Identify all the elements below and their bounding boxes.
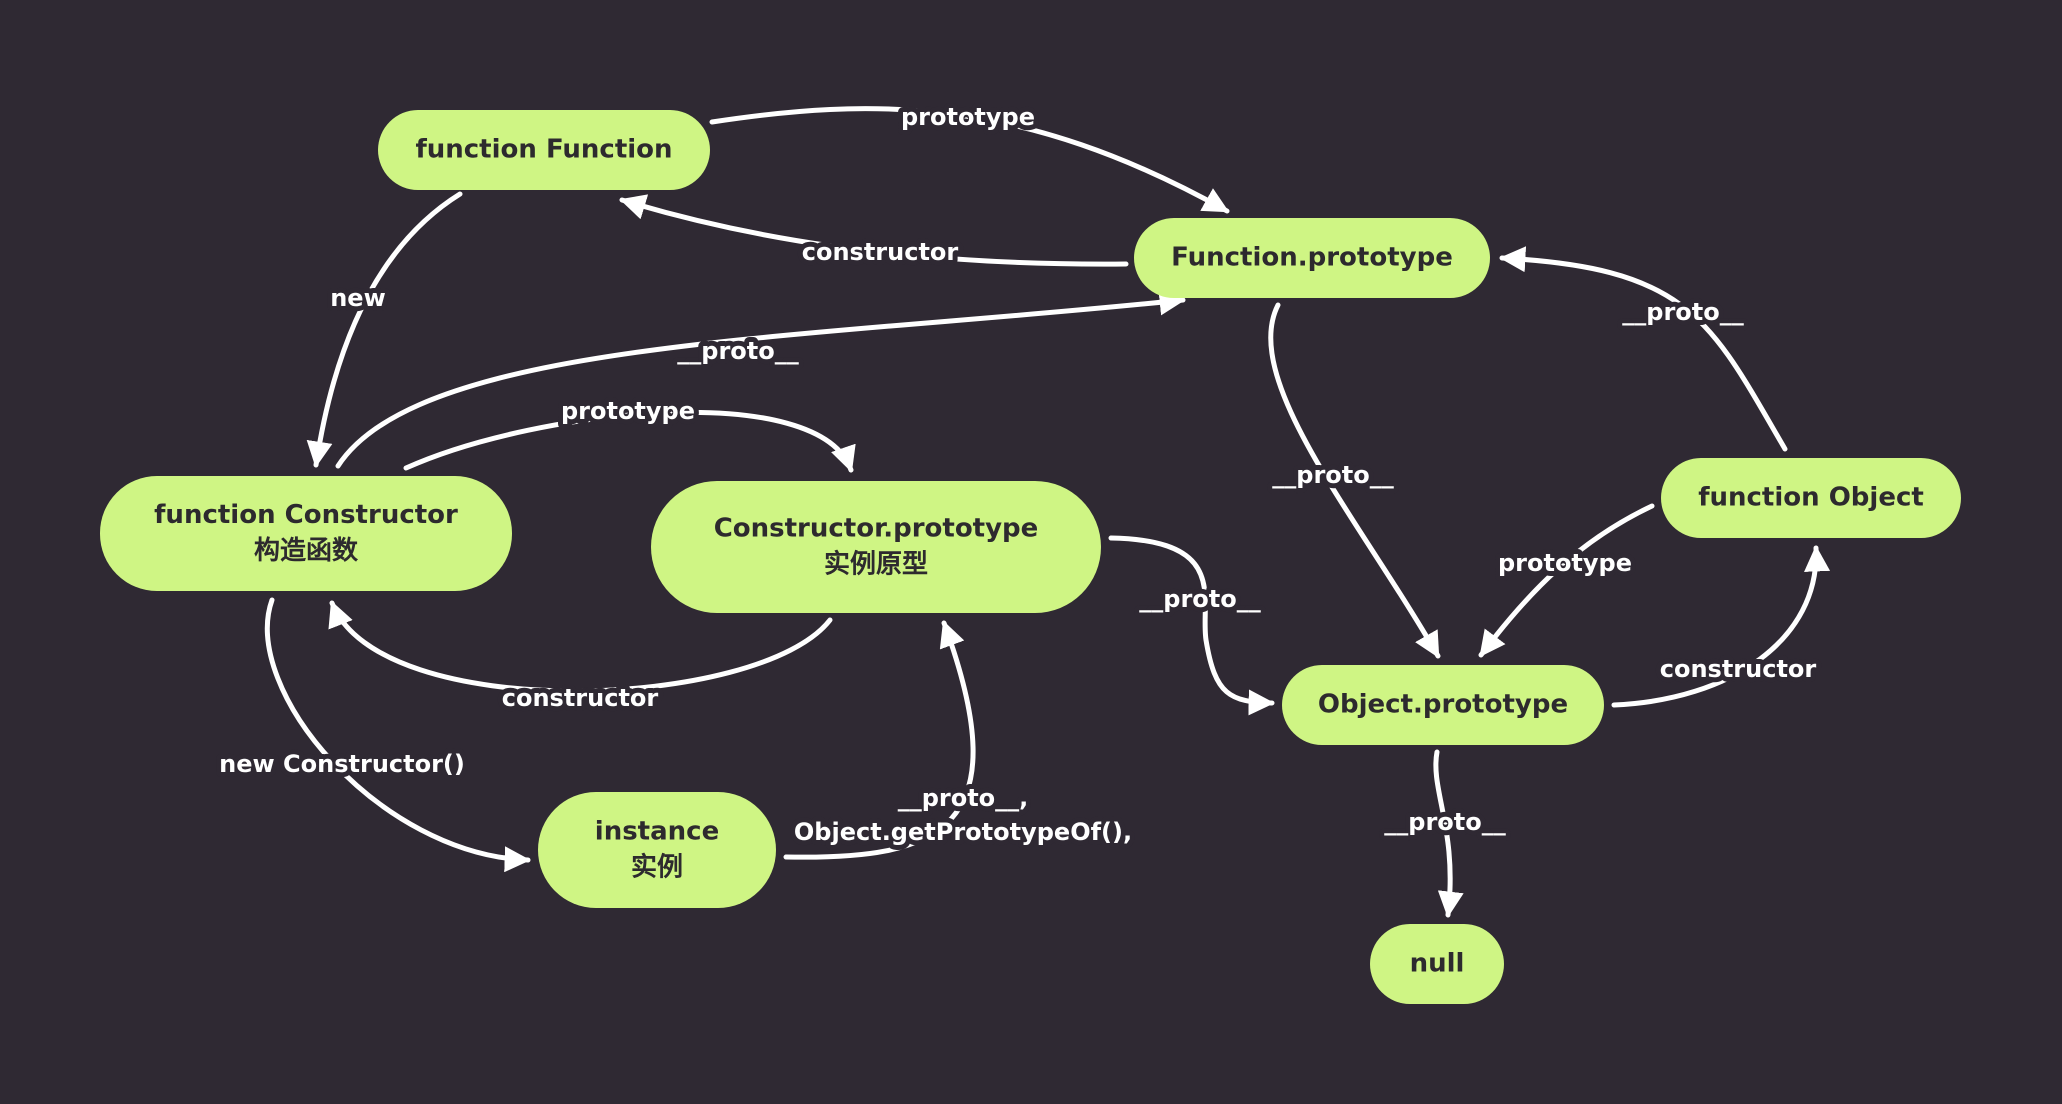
node-constructor-prototype: Constructor.prototype 实例原型 [651,481,1101,613]
edge-cp-constructor [328,600,833,694]
node-label: null [1410,949,1465,979]
edge-label-cp-proto: __proto__ [1139,585,1260,613]
node-function-constructor: function Constructor 构造函数 [100,476,512,591]
edge-label-fp-constructor: constructor [802,238,959,266]
edge-label-op-proto: __proto__ [1384,808,1505,836]
edge-op-constructor [1611,545,1830,708]
edge-label-fc-prototype: prototype [561,397,695,425]
node-label: 实例原型 [824,549,928,580]
edge-label-ff-prototype: prototype [901,103,1035,131]
node-label: function Function [415,135,672,165]
edge-op-proto [1433,749,1464,918]
edge-ff-new [306,191,463,468]
edge-ff-prototype [709,106,1230,214]
node-label: function Constructor [154,500,458,530]
edge-label-ff-new: new [330,284,386,312]
node-box [1134,218,1490,298]
node-label: Constructor.prototype [714,514,1039,544]
edge-label-fc-proto: __proto__ [677,337,798,365]
node-null: null [1370,924,1504,1004]
edge-label-inst-proto: Object.getPrototypeOf(), [794,818,1132,846]
edge-label-fo-proto: __proto__ [1622,298,1743,326]
edge-cp-proto [1108,535,1275,716]
node-box [1282,665,1604,745]
node-label: instance [595,817,719,847]
edge-fc-proto [335,289,1186,469]
node-function-prototype: Function.prototype [1134,218,1490,298]
node-box [538,792,776,908]
node-label: Object.prototype [1318,690,1568,720]
edge-fo-proto [1499,246,1788,452]
node-instance: instance 实例 [538,792,776,908]
edge-inst-proto [783,620,976,860]
edges-layer [264,106,1830,918]
node-box [1370,924,1504,1004]
edge-fo-prototype [1478,503,1655,658]
node-box [378,110,710,190]
edge-label-fo-prototype: prototype [1498,549,1632,577]
node-box [100,476,512,591]
node-label: 实例 [631,852,683,883]
node-object-prototype: Object.prototype [1282,665,1604,745]
edge-fp-constructor [619,194,1129,267]
node-label: 构造函数 [254,536,359,566]
edge-fp-proto [1268,302,1441,659]
edge-label-cp-constructor: constructor [502,684,659,712]
edge-fc-prototype [403,409,856,473]
node-label: function Object [1698,483,1924,513]
edge-labels-layer: prototype constructor new __proto__ prototyp… [214,98,1821,851]
edge-label-op-constructor: constructor [1660,655,1817,683]
edge-label-fp-proto: __proto__ [1272,461,1393,489]
edge-label-fc-new-instance: new Constructor() [219,750,465,778]
node-function-function: function Function [378,110,710,190]
node-box [1661,458,1961,538]
node-label: Function.prototype [1171,243,1453,273]
edge-fc-new-instance [264,597,531,873]
edge-label-inst-proto: __proto__, [898,784,1029,812]
node-function-object: function Object [1661,458,1961,538]
node-box [651,481,1101,613]
